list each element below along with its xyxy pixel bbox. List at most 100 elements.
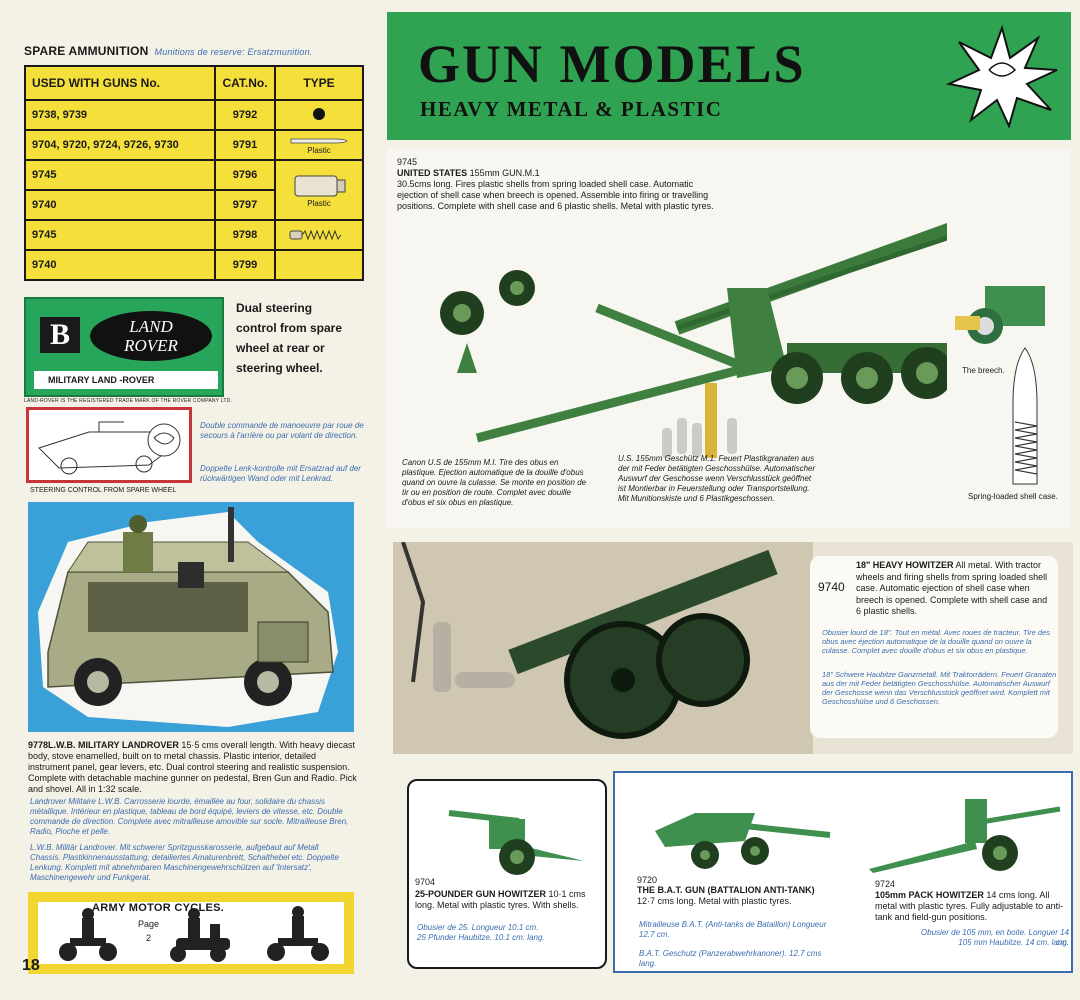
- steering-german: Doppelte Lenk-kontrolle mit Ersatzrad au…: [200, 464, 361, 483]
- ammo-cat: 9792: [214, 99, 276, 131]
- sidecar-motorcycle-icon: [170, 908, 230, 962]
- shell-case-icon: [294, 175, 346, 196]
- ammo-guns: 9704, 9720, 9724, 9726, 9730: [24, 129, 216, 161]
- gun-9704-code: 9704: [415, 877, 436, 887]
- ammo-header-row: USED WITH GUNS No. CAT.No. TYPE: [24, 65, 364, 101]
- steering-french: Double commande de manoeuvre par roue de…: [200, 421, 364, 440]
- ammo-type-empty: [274, 249, 364, 281]
- us-155mm-gun-image: [440, 223, 947, 458]
- landrover-french: Landrover Militaire L.W.B. Carrosserie l…: [30, 797, 349, 836]
- gun-9724-name: 105mm PACK HOWITZER: [875, 890, 984, 900]
- landrover-german: L.W.B. Militär Landrover. Mit schwerer S…: [30, 843, 339, 882]
- landrover-photo: [28, 502, 354, 732]
- gun-9745-name-sub: 155mm GUN.M.1: [467, 168, 540, 178]
- gun-9745-french: Canon U.S de 155mm M.I. Tire des obus en…: [402, 458, 587, 507]
- dual-steering-text: Dual steering control from spare wheel a…: [236, 301, 343, 375]
- ball-shell-icon: [313, 108, 325, 120]
- military-land-rover-strip: MILITARY LAND -ROVER: [34, 371, 218, 389]
- motorcycles-inner: [38, 902, 344, 964]
- ammo-type-spring: [274, 219, 364, 251]
- steering-caption: STEERING CONTROL FROM SPARE WHEEL: [30, 487, 177, 494]
- gun-9740-name: 18" HEAVY HOWITZER: [856, 560, 954, 570]
- ammo-cat: 9791: [214, 129, 276, 161]
- britains-logo: B: [40, 317, 80, 353]
- section-9745: [387, 148, 1071, 528]
- gun-models-banner: [387, 12, 1071, 140]
- table-row: 9738, 9739 9792: [24, 99, 364, 131]
- ammo-col-guns: USED WITH GUNS No.: [24, 65, 216, 101]
- table-row: 9740 9797: [24, 189, 363, 221]
- motorcycle-rider-icon: [267, 906, 329, 961]
- motorcycle-icon: [59, 908, 117, 961]
- table-row: 9740 9799: [24, 249, 364, 281]
- ammo-type-label: Plastic: [307, 198, 331, 208]
- ammo-guns: 9738, 9739: [24, 99, 216, 131]
- table-row: 9745 9796 Plastic: [24, 159, 364, 221]
- pack-howitzer-image: [869, 799, 1061, 873]
- gun-9724-description: 105mm PACK HOWITZER 14 cms long. All met…: [875, 890, 1071, 923]
- trademark-notice: LAND-ROVER IS THE REGISTERED TRADE MARK …: [24, 398, 233, 404]
- ammo-col-type: TYPE: [274, 65, 364, 101]
- motorcycles-page-ref: Page 2: [138, 917, 159, 945]
- spring-label: Spring-loaded shell case.: [968, 492, 1058, 501]
- gun-9720-desc: 12·7 cms long. Metal with plastic tyres.: [637, 896, 792, 906]
- gun-9704-german: 25 Pfunder Haubitze. 10.1 cm. lang.: [417, 933, 545, 942]
- table-row: 9745 9798: [24, 219, 364, 251]
- gun-9724-desc: 14 cms long. All metal with plastic tyre…: [875, 890, 1064, 922]
- page-subtitle: HEAVY METAL & PLASTIC: [420, 97, 723, 121]
- page-label: Page: [138, 919, 160, 929]
- landrover-desc: 15·5 cms overall length. With heavy diec…: [28, 740, 357, 794]
- ammo-guns: 9740: [24, 189, 216, 221]
- small-shell-icon: [290, 138, 348, 143]
- gun-9704-box: 9704 25-POUNDER GUN HOWITZER 10·1 cms lo…: [407, 779, 607, 969]
- ammo-table: USED WITH GUNS No. CAT.No. TYPE 9738, 97…: [24, 65, 364, 281]
- heavy-howitzer-image: [393, 542, 813, 754]
- gun-9720-name: THE B.A.T. GUN (BATTALION ANTI-TANK): [637, 885, 815, 895]
- howitzer-info-panel: [810, 556, 1058, 738]
- gun-9720-french: Mitrailleuse B.A.T. (Anti-tanks de Batai…: [639, 920, 827, 939]
- motorcycles-title: ARMY MOTOR CYCLES.: [92, 902, 225, 914]
- gun-9745-german: U.S. 155mm Geschütz M.1. Feuert Plastikg…: [618, 454, 816, 503]
- gun-9740-description: 18" HEAVY HOWITZER All metal. With tract…: [856, 560, 1054, 618]
- landrover-description: 9778L.W.B. MILITARY LANDROVER 15·5 cms o…: [28, 740, 358, 795]
- land-rover-oval-logo: LAND ROVER: [90, 311, 212, 361]
- gun-9704-french: Obusier de 25. Longueur 10.1 cm.: [417, 923, 539, 932]
- gun-9724-code: 9724: [875, 879, 896, 889]
- page-title: GUN MODELS: [418, 34, 806, 94]
- page-ref-number: 2: [146, 933, 152, 943]
- ammo-subtitle: Munitions de reserve: Ersatzmunition.: [154, 47, 313, 57]
- ammo-type-plastic-shell: Plastic: [274, 129, 364, 161]
- ammo-cat: 9798: [214, 219, 276, 251]
- oval-line1: LAND: [129, 317, 173, 336]
- explosion-icon: [945, 24, 1058, 129]
- gun-9704-name: 25-POUNDER GUN HOWITZER: [415, 889, 547, 899]
- ammo-type-label: Plastic: [307, 145, 331, 155]
- spring-shell-case-image: [1012, 347, 1038, 485]
- gun-9724-french: Obusier de 105 mm, en boite. Longuer 14 …: [920, 928, 1069, 947]
- oval-line2: ROVER: [124, 336, 178, 355]
- motorcycles-panel: [28, 892, 354, 974]
- ammo-guns: 9745: [24, 159, 216, 191]
- gun-9740-german: 18" Schwere Haubitze Ganzmetall. Mit Tra…: [822, 670, 1057, 706]
- ammo-cat: 9797: [214, 189, 276, 221]
- gun-9704-description: 25-POUNDER GUN HOWITZER 10·1 cms long. M…: [415, 889, 603, 911]
- ammo-cat: 9796: [214, 159, 276, 191]
- page-number: 18: [22, 957, 40, 974]
- ammo-guns: 9740: [24, 249, 216, 281]
- gun-9745-description: 9745 UNITED STATES 155mm GUN.M.1 30.5cms…: [397, 157, 717, 212]
- table-row: 9704, 9720, 9724, 9726, 9730 9791 Plasti…: [24, 129, 364, 161]
- gun-9745-code: 9745: [397, 157, 418, 167]
- breech-label: The breech.: [962, 366, 1005, 375]
- gun-9720-code: 9720: [637, 875, 658, 885]
- breech-detail-image: [955, 286, 1045, 344]
- ammo-type-shell-case: Plastic: [274, 159, 364, 221]
- steering-sketch-icon: [38, 421, 181, 475]
- ammo-title-text: SPARE AMMUNITION: [24, 44, 149, 58]
- gun-9740-code: 9740: [818, 580, 845, 594]
- gun-9724-german: 105 mm Haubitze. 14 cm. lang.: [958, 938, 1069, 947]
- steering-diagram: [26, 407, 192, 483]
- gun-9740-desc: All metal. With tractor wheels and firin…: [856, 560, 1048, 616]
- gun-9740-french: Obusier lourd de 18". Tout en métal. Ave…: [822, 628, 1050, 655]
- ammo-type-ball: [274, 99, 364, 131]
- gun-9745-desc: 30.5cms long. Fires plastic shells from …: [397, 179, 714, 211]
